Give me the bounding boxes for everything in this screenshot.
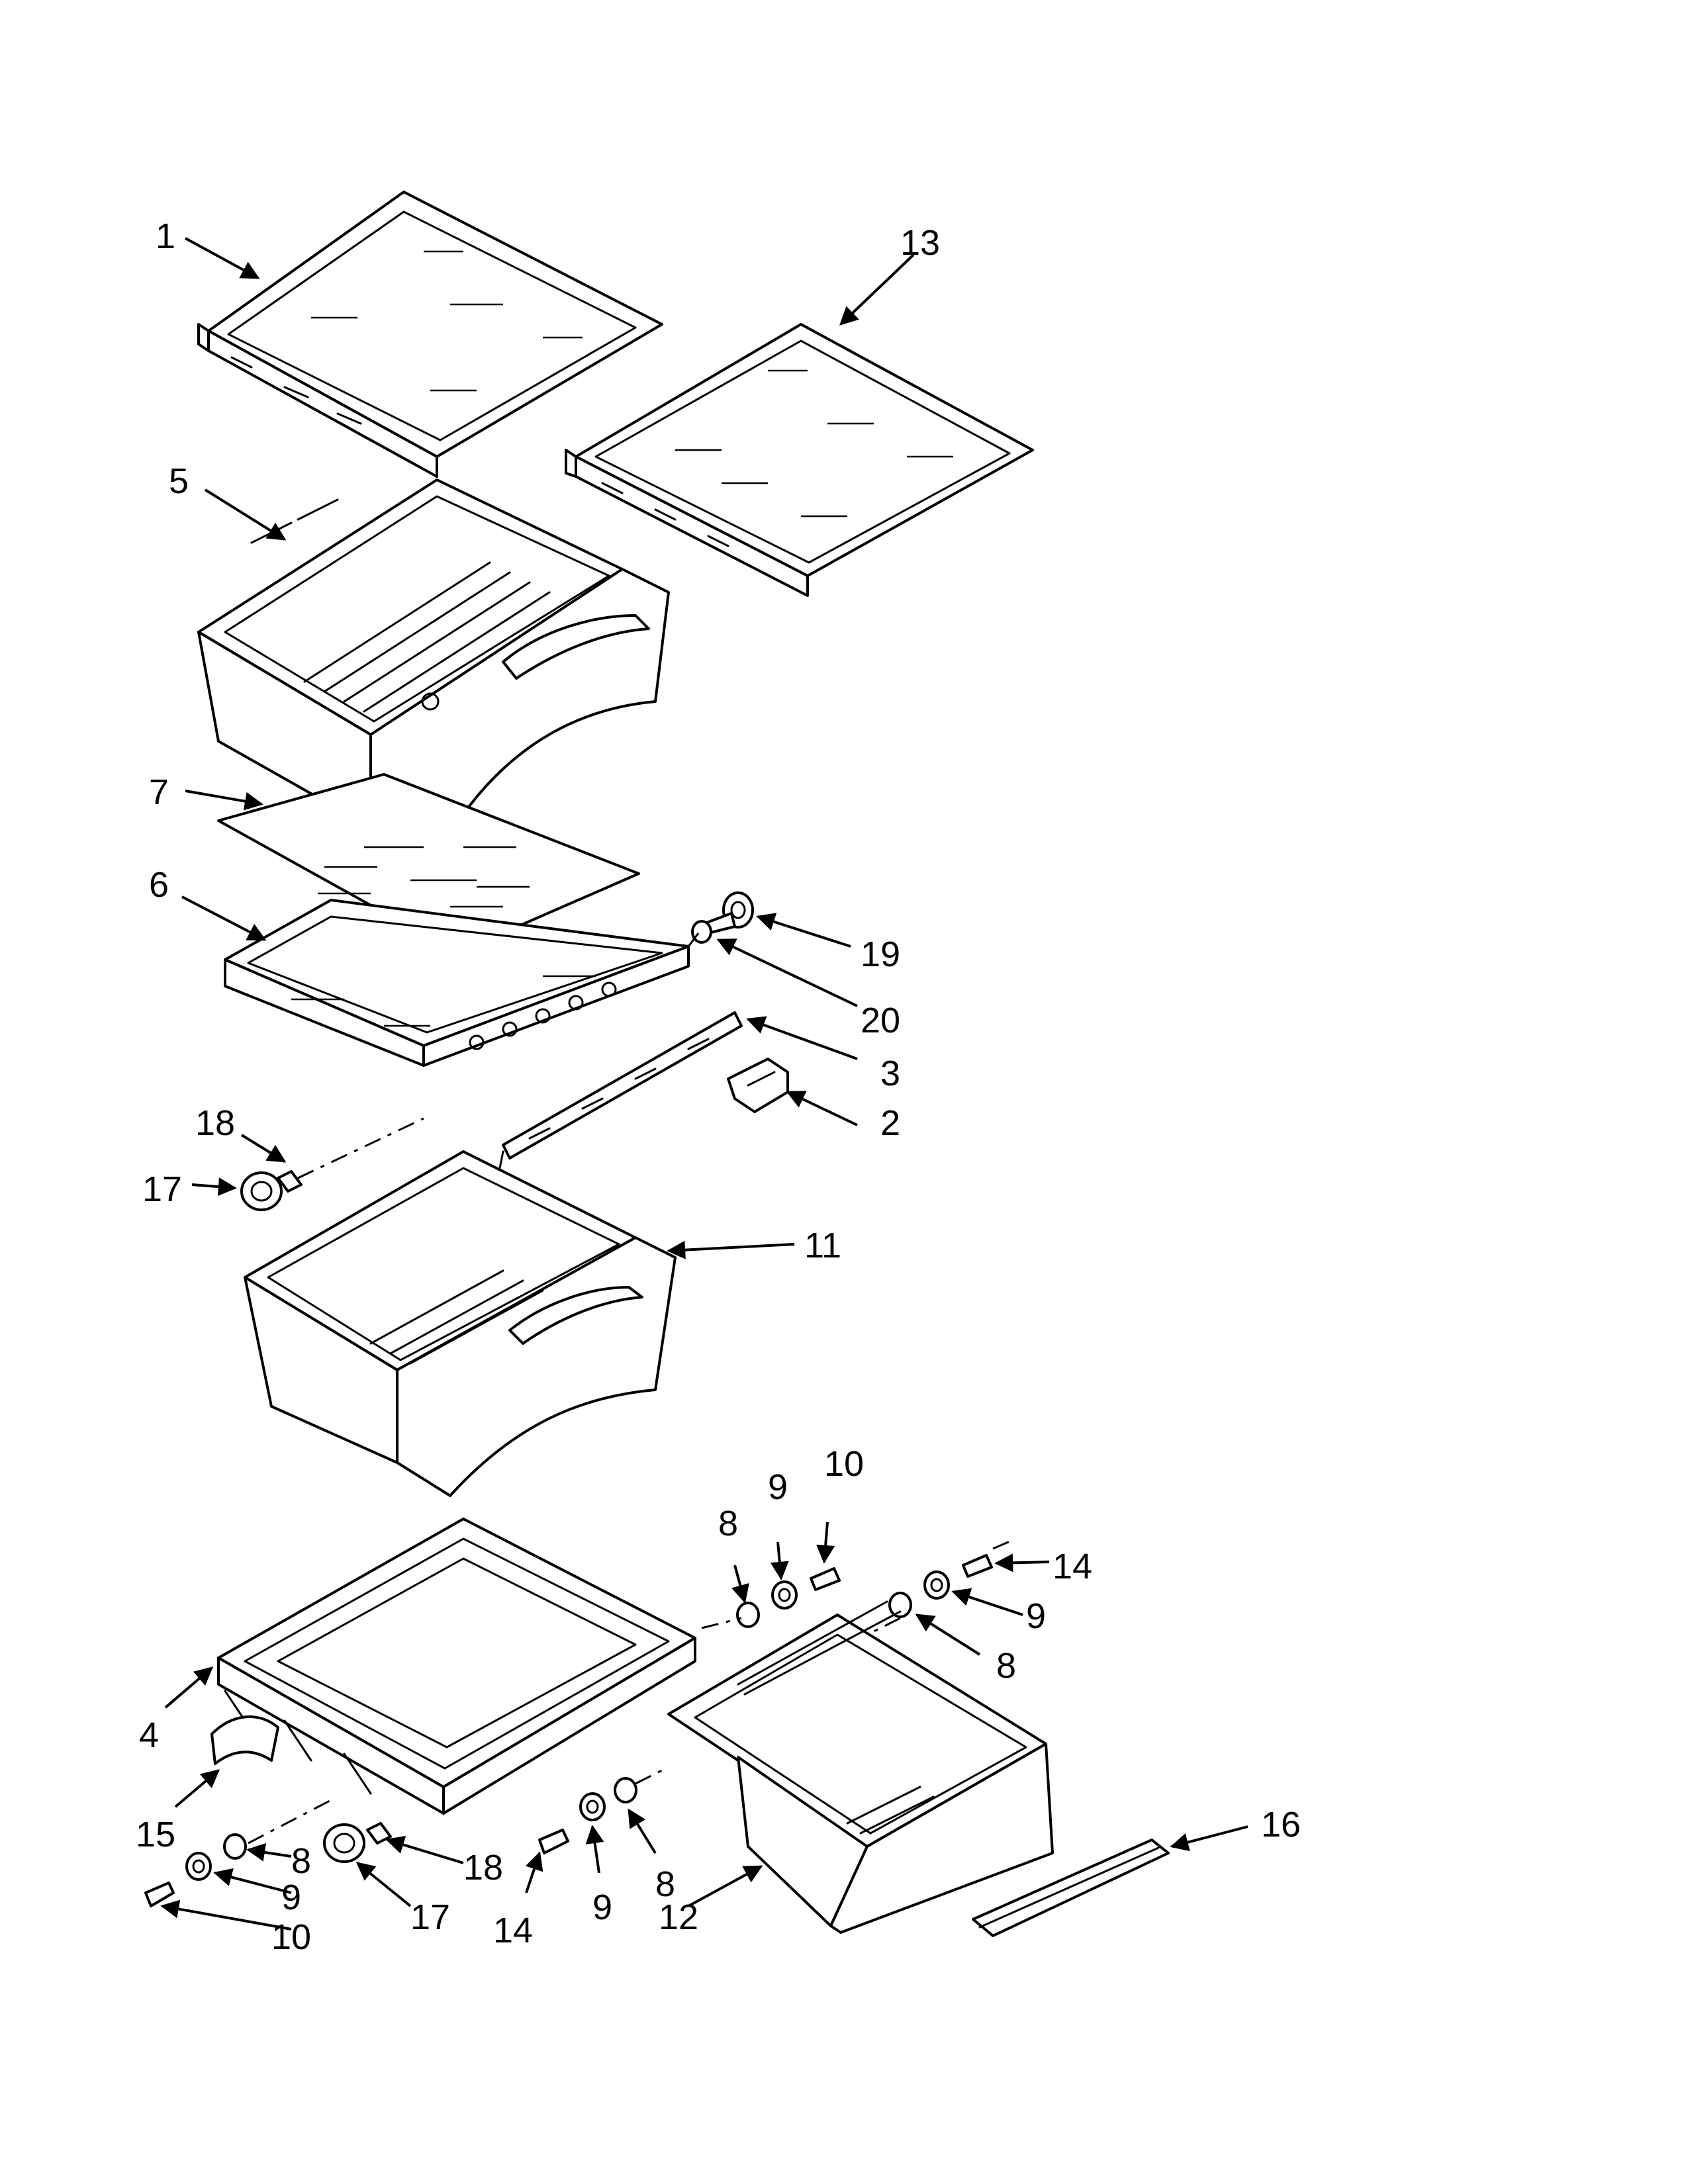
part-cap-20 bbox=[691, 920, 712, 944]
part-shelf-13 bbox=[565, 323, 1034, 597]
callout-7: 7 bbox=[149, 772, 169, 812]
callout-16: 16 bbox=[1261, 1805, 1301, 1844]
callout-9-lower-left: 9 bbox=[281, 1878, 301, 1917]
part-axle-18-upper bbox=[277, 1170, 303, 1193]
part-cover-15 bbox=[211, 1715, 279, 1765]
part-clip-2 bbox=[727, 1058, 789, 1113]
callout-8-upper: 8 bbox=[718, 1504, 738, 1543]
part-shelf-1 bbox=[197, 191, 663, 478]
part-wheel-17-upper bbox=[240, 1171, 283, 1211]
part-drawer-11 bbox=[244, 1150, 677, 1497]
callout-8-lower-left: 8 bbox=[291, 1841, 311, 1881]
callout-10-lower-left: 10 bbox=[271, 1917, 311, 1957]
callout-18-lower: 18 bbox=[463, 1848, 503, 1888]
part-drawer-5 bbox=[197, 478, 670, 829]
part-hardware-lower-middle bbox=[538, 1777, 637, 1854]
callout-18-upper: 18 bbox=[195, 1103, 235, 1143]
callout-14-upper: 14 bbox=[1053, 1547, 1092, 1586]
callout-12: 12 bbox=[659, 1897, 698, 1937]
part-hardware-upper-middle bbox=[736, 1567, 841, 1628]
callout-17-lower: 17 bbox=[410, 1897, 450, 1937]
callout-8-right: 8 bbox=[996, 1646, 1016, 1686]
callout-13: 13 bbox=[900, 223, 940, 263]
part-pan-12 bbox=[667, 1600, 1054, 1934]
part-trim-16 bbox=[972, 1839, 1170, 1937]
part-frame-4 bbox=[217, 1518, 696, 1815]
callout-5: 5 bbox=[169, 461, 189, 501]
callout-17-upper: 17 bbox=[142, 1169, 182, 1209]
part-frame-6 bbox=[224, 899, 690, 1067]
callout-8-lower: 8 bbox=[655, 1864, 675, 1904]
leader-lines bbox=[160, 237, 1248, 1931]
part-hardware-lower-left bbox=[144, 1822, 392, 1907]
callout-6: 6 bbox=[149, 865, 169, 905]
callout-9-lower: 9 bbox=[592, 1888, 612, 1927]
callout-15: 15 bbox=[136, 1815, 175, 1854]
part-rail-3 bbox=[498, 1011, 743, 1169]
callout-20: 20 bbox=[861, 1001, 900, 1040]
assembly-dash-lines bbox=[248, 933, 1017, 1844]
callout-3: 3 bbox=[880, 1054, 900, 1093]
callout-9-right: 9 bbox=[1026, 1596, 1046, 1636]
callout-labels: 1 13 5 7 6 19 20 3 2 18 17 11 10 9 8 14 … bbox=[136, 216, 1301, 1957]
callout-19: 19 bbox=[861, 934, 900, 974]
callout-9-upper: 9 bbox=[768, 1467, 788, 1507]
callout-1: 1 bbox=[156, 216, 175, 256]
part-roller-19 bbox=[704, 891, 754, 934]
callout-4: 4 bbox=[139, 1715, 159, 1755]
callout-2: 2 bbox=[880, 1103, 900, 1143]
part-hardware-upper-right bbox=[888, 1554, 993, 1618]
callout-10-upper: 10 bbox=[824, 1444, 864, 1484]
callout-14-lower: 14 bbox=[493, 1911, 533, 1950]
callout-11: 11 bbox=[804, 1226, 841, 1265]
